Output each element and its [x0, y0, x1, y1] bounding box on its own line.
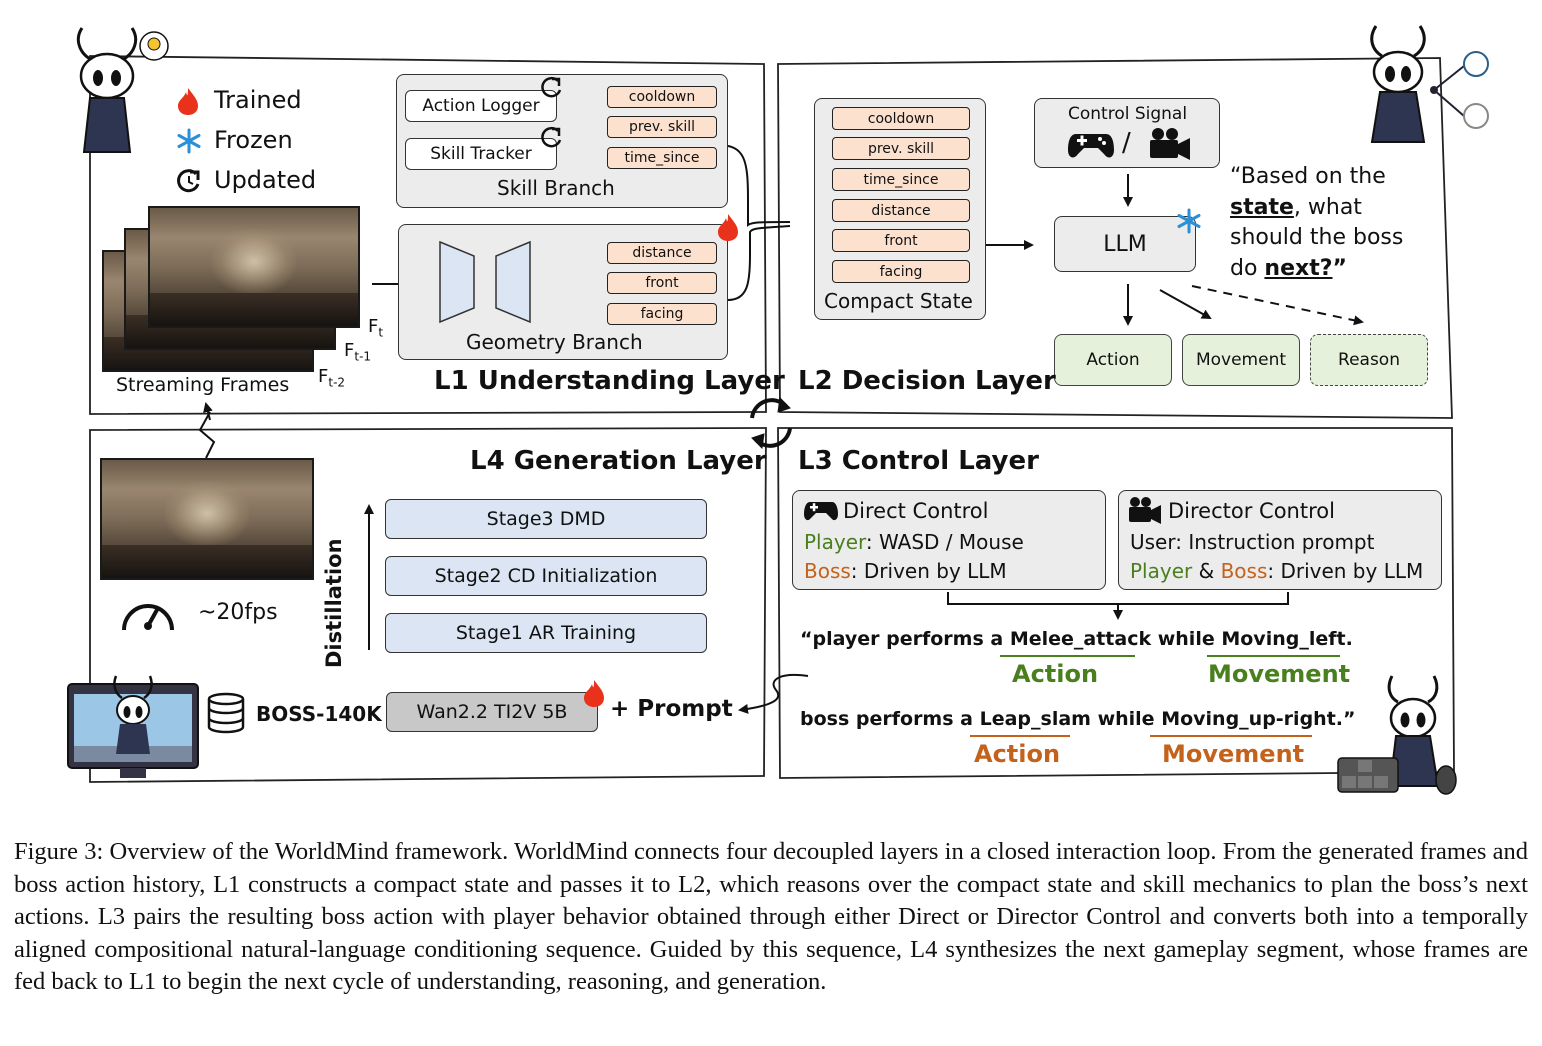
legend-trained-label: Trained [214, 86, 302, 114]
compact-feature-front: front [832, 229, 970, 252]
skill-feature-cooldown: cooldown [607, 86, 717, 108]
skill-branch-label: Skill Branch [497, 176, 615, 200]
fps-label: ~20fps [198, 600, 278, 625]
frame-t [148, 206, 360, 328]
legend-updated-label: Updated [214, 166, 317, 194]
encoder-decoder-shape [439, 240, 531, 324]
generated-frame [100, 458, 314, 580]
fire-icon [718, 214, 738, 241]
l4-title: L4 Generation Layer [470, 446, 767, 476]
knight-mascot-icon [76, 27, 169, 153]
streaming-frames-label: Streaming Frames [116, 374, 290, 396]
player-action-tag: Action [1012, 660, 1099, 688]
gamepad-icon [804, 502, 838, 521]
llm-question: “Based on the state, what should the bos… [1230, 164, 1404, 281]
geometry-feature-front: front [607, 272, 717, 294]
database-icon [207, 692, 245, 734]
stage1-box: Stage1 AR Training [385, 613, 707, 653]
update-icon [541, 76, 562, 98]
speedometer-icon [122, 604, 174, 631]
director-control-panel [1118, 490, 1442, 590]
fire-icon [584, 680, 604, 707]
control-signal-slash: / [1122, 128, 1131, 158]
snowflake-icon [1177, 208, 1201, 234]
compact-feature-cooldown: cooldown [832, 107, 970, 130]
update-icon [541, 126, 562, 148]
skill-tracker-box: Skill Tracker [405, 138, 557, 170]
dataset-label: BOSS-140K [256, 702, 382, 726]
l1-title: L1 Understanding Layer [434, 366, 785, 396]
player-movement-tag: Movement [1208, 660, 1351, 688]
prompt-label: + Prompt [610, 696, 733, 722]
boss-movement-tag: Movement [1162, 740, 1305, 768]
action-logger-box: Action Logger [405, 90, 557, 122]
boss-sentence: boss performs a Leap_slam while Moving_u… [800, 708, 1356, 730]
frame-label-ft-2: Ft-2 [318, 366, 346, 390]
control-signal-label: Control Signal [1068, 104, 1188, 124]
frame-label-ft: Ft [368, 316, 384, 340]
compact-state-label: Compact State [824, 289, 973, 313]
monitor-icon [67, 675, 199, 778]
output-reason: Reason [1310, 334, 1428, 386]
gamepad-icon [1068, 134, 1114, 158]
player-sentence: “player performs a Melee_attack while Mo… [800, 628, 1353, 650]
geometry-branch-label: Geometry Branch [466, 330, 643, 354]
knight-mascot-icon [1370, 25, 1489, 143]
geometry-feature-distance: distance [607, 242, 717, 264]
boss-action-tag: Action [974, 740, 1061, 768]
update-icon [177, 169, 200, 193]
compact-feature-facing: facing [832, 260, 970, 283]
camera-icon [1150, 128, 1190, 160]
cycle-arrows-icon [750, 396, 792, 450]
l3-title: L3 Control Layer [798, 446, 1039, 476]
stage2-box: Stage2 CD Initialization [385, 556, 707, 596]
director-control-row2: Player & Boss: Driven by LLM [1130, 559, 1424, 583]
figure-caption: Figure 3: Overview of the WorldMind fram… [14, 838, 1528, 995]
l2-title: L2 Decision Layer [798, 366, 1056, 396]
snowflake-icon [177, 128, 201, 154]
fire-icon [178, 88, 198, 115]
direct-control-panel [792, 490, 1106, 590]
director-control-row1: User: Instruction prompt [1130, 530, 1375, 554]
legend-frozen-label: Frozen [214, 126, 293, 154]
skill-feature-time-since: time_since [607, 147, 717, 169]
output-action: Action [1054, 334, 1172, 386]
direct-control-title: Direct Control [843, 499, 989, 523]
worldmind-diagram: Trained Frozen Updated Action Logger Ski… [67, 25, 1489, 795]
frame-label-ft-1: Ft-1 [344, 340, 372, 364]
compact-feature-distance: distance [832, 199, 970, 222]
compact-feature-prev-skill: prev. skill [832, 137, 970, 160]
model-box: Wan2.2 TI2V 5B [386, 692, 598, 732]
camera-icon [1129, 497, 1161, 524]
direct-control-row1: Player: WASD / Mouse [804, 530, 1024, 554]
director-control-title: Director Control [1168, 499, 1335, 523]
geometry-feature-facing: facing [607, 303, 717, 325]
stage3-box: Stage3 DMD [385, 499, 707, 539]
distillation-label: Distillation [322, 538, 346, 668]
skill-feature-prev-skill: prev. skill [607, 116, 717, 138]
keyboard-icon [1337, 675, 1457, 795]
direct-control-row2: Boss: Driven by LLM [804, 559, 1007, 583]
llm-box: LLM [1054, 216, 1196, 272]
compact-feature-time-since: time_since [832, 168, 970, 191]
output-movement: Movement [1182, 334, 1300, 386]
